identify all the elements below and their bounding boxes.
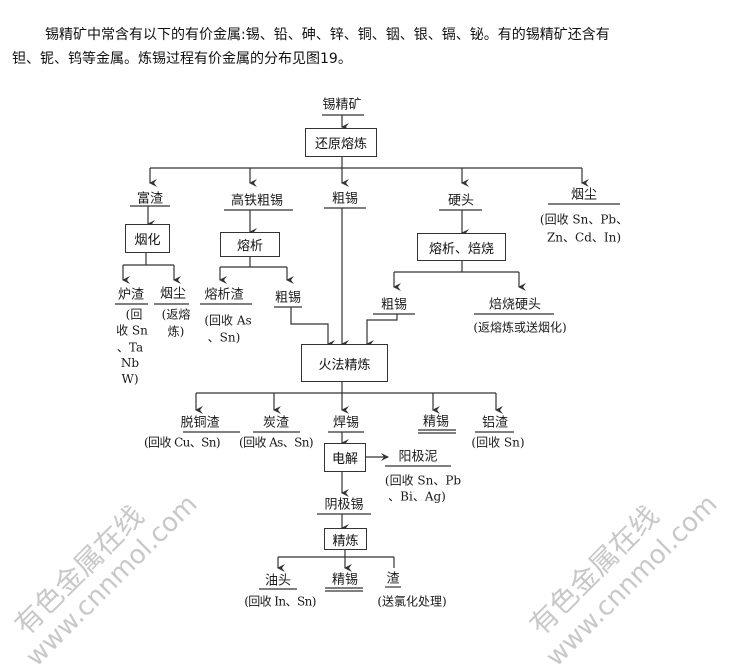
- node-final-refined-tin: 精锡: [331, 572, 359, 588]
- paragraph-line-1: 锡精矿中常含有以下的有价金属:锡、铅、砷、锌、铜、铟、银、镉、铋。有的锡精矿还含…: [45, 27, 610, 43]
- roasted-hard-head-note: (返熔炼或送烟化): [473, 320, 567, 335]
- box-fire-refining: 火法精炼: [301, 344, 388, 382]
- node-decopper-slag: 脱铜渣: [180, 415, 220, 431]
- anode-slime-note-2: 、Bi、Ag): [388, 489, 446, 504]
- node-refined-tin: 精锡: [422, 414, 450, 430]
- box-label: 烟化: [134, 233, 161, 248]
- decopper-note: (回收 Cu、Sn): [143, 435, 221, 450]
- fuming-dust-note: (返熔: [161, 307, 191, 322]
- box-label: 熔析、焙烧: [428, 241, 494, 257]
- node-anode-slime: 阳极泥: [398, 449, 438, 465]
- box-electrolysis: 电解: [324, 443, 366, 472]
- node-dust: 烟尘: [570, 187, 598, 203]
- box-liquation: 熔析: [220, 232, 280, 257]
- furnace-slag-note: 、Ta: [116, 340, 144, 355]
- anode-slime-note-1: (回收 Sn、Pb: [384, 473, 462, 488]
- furnace-slag-note: 收 Sn: [116, 323, 148, 338]
- box-liquation-roasting: 熔析、焙烧: [417, 233, 506, 261]
- dross-note: (送氯化处理): [377, 594, 447, 609]
- liquation-slag-note: (回收 As: [204, 313, 252, 328]
- box-reduction-smelting: 还原熔炼: [305, 128, 377, 157]
- furnace-slag-note: Nb: [120, 356, 140, 370]
- box-label: 精炼: [332, 533, 359, 549]
- furnace-slag-note: W): [121, 372, 139, 386]
- node-aluminium-slag: 铝渣: [481, 415, 509, 431]
- paragraph-line-2: 钽、铌、钨等金属。炼锡过程有价金属的分布见图19。: [12, 51, 352, 67]
- box-label: 电解: [331, 452, 358, 467]
- dust-note-1: (回收 Sn、Pb、: [539, 212, 629, 227]
- carbon-note: (回收 As、Sn): [239, 435, 314, 450]
- node-cathode-tin: 阴极锡: [324, 497, 364, 513]
- node-solder: 焊锡: [332, 415, 360, 431]
- node-carbon-slag: 炭渣: [262, 415, 290, 431]
- dust-note-2: Zn、Cd、In): [546, 230, 622, 245]
- box-refining: 精炼: [324, 528, 367, 550]
- node-high-iron-crude-tin: 高铁粗锡: [230, 193, 284, 209]
- node-furnace-slag: 炉渣: [117, 287, 145, 303]
- box-label: 火法精炼: [318, 357, 371, 373]
- node-hard-head: 硬头: [447, 193, 475, 209]
- node-roasted-hard-head: 焙烧硬头: [488, 297, 542, 313]
- aluminium-slag-note: (回收 Sn): [471, 435, 525, 450]
- liquation-slag-note: 、Sn): [207, 330, 241, 345]
- box-fuming: 烟化: [125, 224, 170, 253]
- node-rich-slag: 富渣: [136, 191, 164, 207]
- oil-head-note: (回收 In、Sn): [244, 594, 316, 609]
- node-tin-concentrate: 锡精矿: [322, 97, 362, 113]
- node-liquation-slag: 熔析渣: [204, 287, 244, 303]
- node-liquation-crude-tin: 粗锡: [274, 290, 302, 306]
- furnace-slag-note: (回: [125, 307, 143, 322]
- node-oil-head: 油头: [264, 573, 292, 589]
- node-crude-tin: 粗锡: [331, 191, 359, 207]
- box-label: 熔析: [236, 239, 263, 254]
- box-label: 还原熔炼: [314, 137, 367, 152]
- node-dross: 渣: [386, 571, 400, 587]
- fuming-dust-note: 炼): [167, 324, 185, 339]
- node-lr-crude-tin: 粗锡: [380, 297, 408, 313]
- node-fuming-dust: 烟尘: [159, 286, 187, 302]
